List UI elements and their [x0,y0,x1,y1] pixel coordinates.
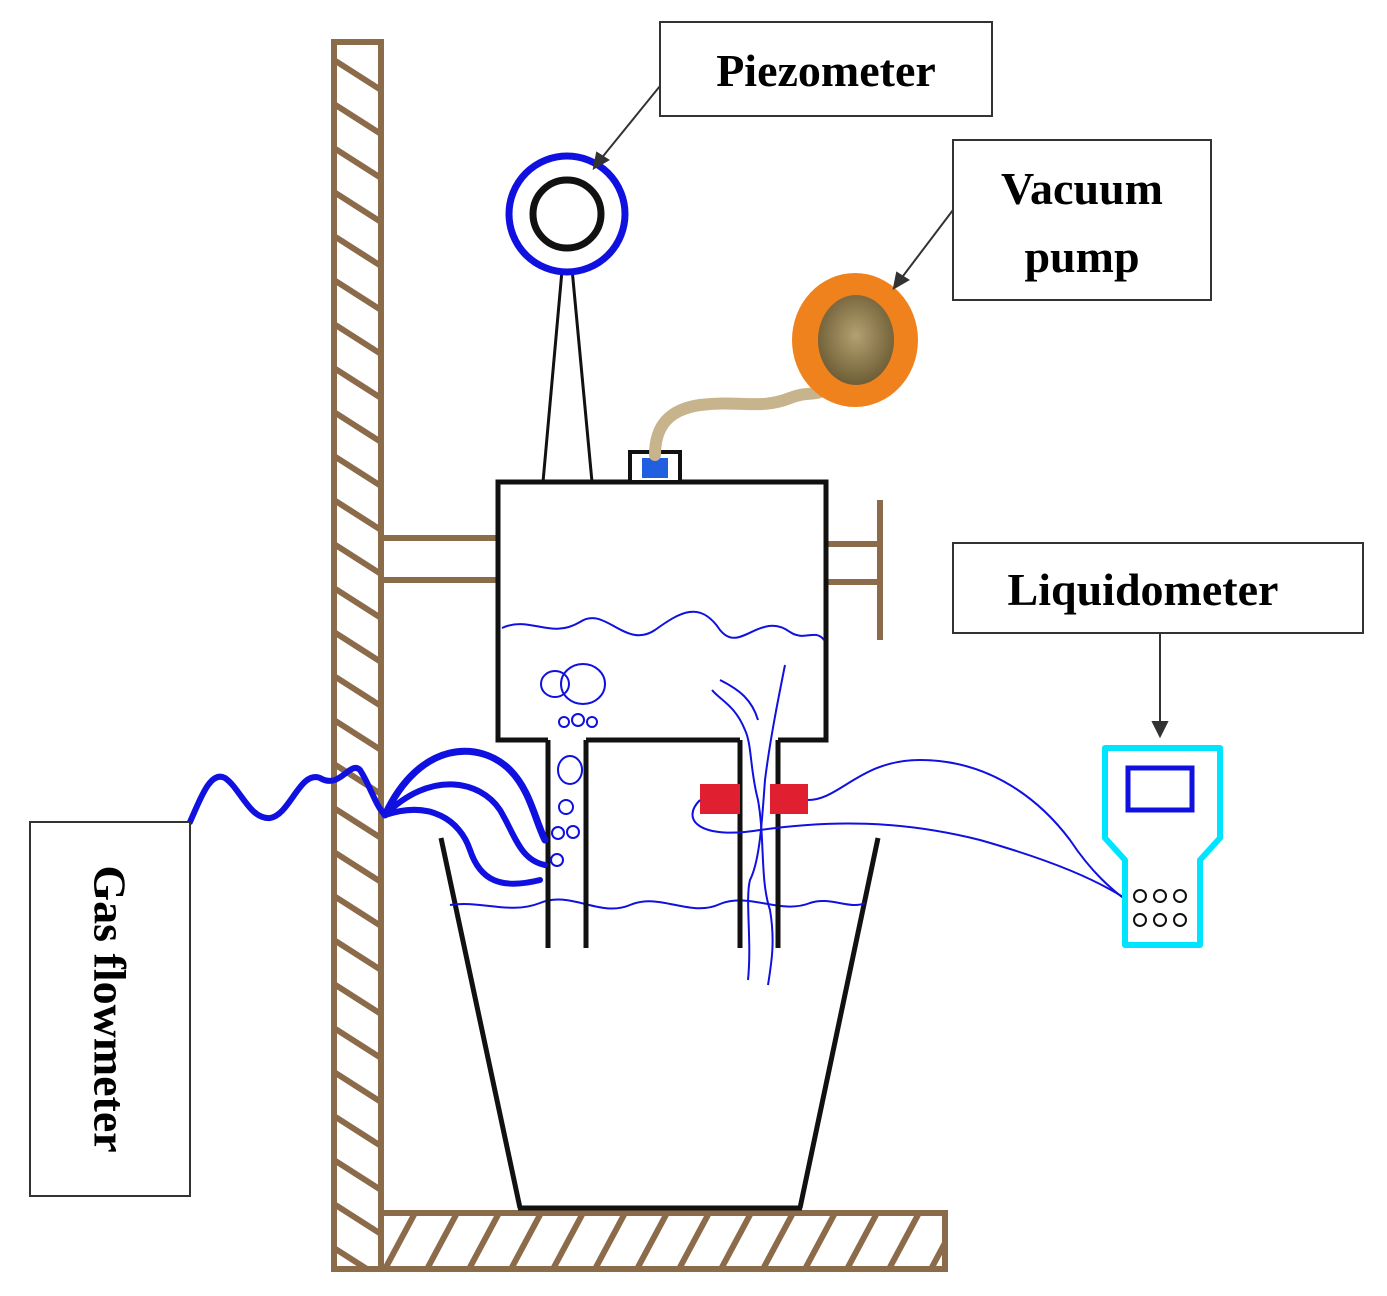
stand-hatch-line [334,585,381,621]
base-hatch-line [508,1213,544,1269]
sensor-block-left [700,784,740,814]
base-hatch-line [802,1213,838,1269]
base-hatch-line [424,1213,460,1269]
beaker-water-surface [449,898,866,910]
callout-arrows [592,85,1169,739]
sensor-cables [691,758,1141,911]
stand-hatch-line [334,233,381,269]
base-hatch-line [718,1213,754,1269]
pump-hose [649,386,826,461]
handheld-meter-icon [1102,745,1223,948]
gas-pipes [187,747,549,887]
svg-text:Vacuum: Vacuum [1001,163,1163,214]
vacuum-pump-icon [792,273,918,407]
chamber-water-surface [501,610,825,641]
label-vacuum-pump: Vacuum pump [952,139,1212,301]
stand-hatch-line [334,893,381,929]
stand-hatch-line [334,409,381,445]
stand-base [381,1213,945,1269]
label-piezometer: Piezometer [659,21,993,117]
gas-bubbles [540,663,606,867]
stand-hatch-line [334,717,381,753]
stand-hatch-line [334,1113,381,1149]
stand-hatch-line [334,145,381,181]
stand-hatch-line [334,981,381,1017]
stand-hatch-line [334,1069,381,1105]
stand-hatch-line [334,1157,381,1193]
vacuum-chamber [495,479,829,948]
base-hatch-line [844,1213,880,1269]
stand-hatch-line [334,937,381,973]
base-hatch-line [550,1213,586,1269]
base-hatch-line [634,1213,670,1269]
svg-text:pump: pump [1024,231,1139,282]
stand-hatch-line [334,541,381,577]
stand-hatch-line [334,321,381,357]
stand-hatch-line [334,1245,373,1269]
base-hatch-line [466,1213,502,1269]
stand-hatch-line [334,277,381,313]
svg-text:Piezometer: Piezometer [716,45,936,96]
stand-hatch-line [334,101,381,137]
stand-hatch-line [334,189,381,225]
pressure-gauge-icon [505,152,629,276]
stand-hatch-line [334,57,381,93]
base-hatch-line [886,1213,922,1269]
base-hatch-line [760,1213,796,1269]
base-hatch-line [382,1213,418,1269]
stand-hatch-line [334,365,381,401]
svg-text:Gas flowmeter: Gas flowmeter [85,865,136,1152]
stand-hatch-line [334,1025,381,1061]
piezometer-assembly [505,152,629,483]
fracture-lines [711,664,786,986]
stand-hatch-line [334,629,381,665]
sensor-block-right [770,784,808,814]
base-hatch-line [592,1213,628,1269]
stand-pole [334,42,381,1269]
stand-hatch-line [334,849,381,885]
stand-hatch-line [334,805,381,841]
stand-hatch-line [334,673,381,709]
stand-hatch-line [334,1201,381,1237]
stand-hatch-line [334,497,381,533]
retort-stand [331,39,948,1272]
clamp-arms [381,500,883,640]
label-gas-flowmeter: Gas flowmeter [29,821,191,1197]
vacuum-pump-assembly [628,273,918,484]
svg-text:Liquidometer: Liquidometer [1008,564,1279,615]
label-liquidometer: Liquidometer [952,542,1364,634]
beaker [438,837,881,1211]
stand-hatch-line [334,453,381,489]
base-hatch-line [928,1236,945,1269]
base-hatch-line [676,1213,712,1269]
